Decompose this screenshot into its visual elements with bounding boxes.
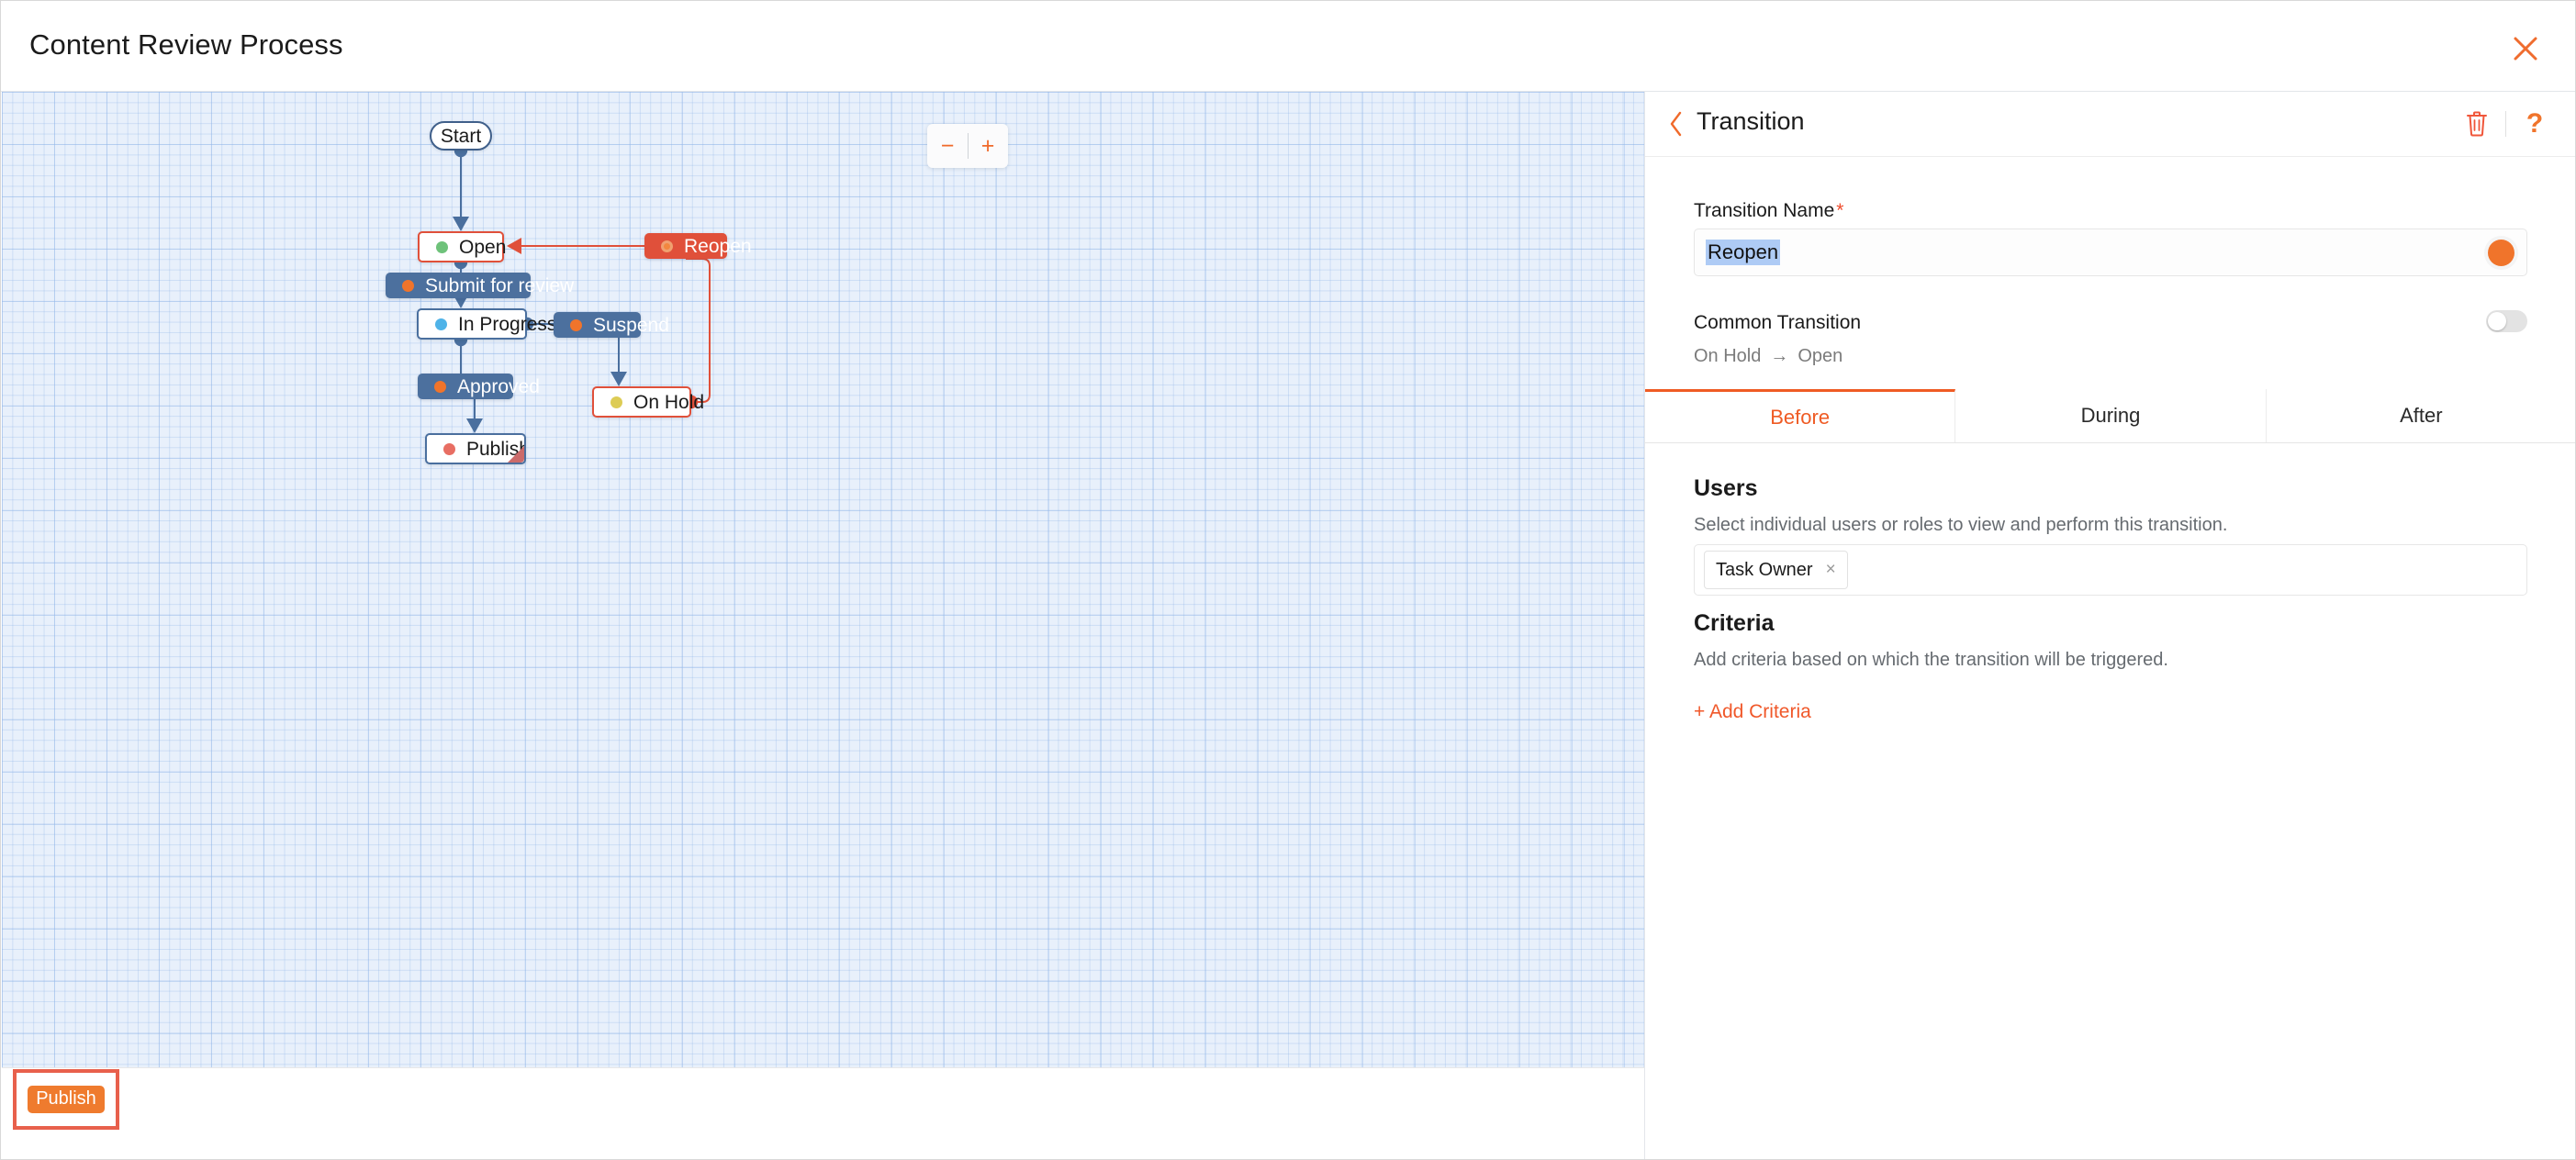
flow-from-state: On Hold	[1694, 346, 1762, 366]
page-title: Content Review Process	[29, 28, 343, 61]
node-on-hold[interactable]: On Hold	[592, 386, 704, 418]
transition-color-swatch[interactable]	[2488, 240, 2514, 266]
node-start[interactable]: Start	[430, 121, 492, 151]
transition-details-panel: Transition ? Transition Name*	[1644, 92, 2575, 1159]
node-in-progress[interactable]: In Progress	[417, 308, 556, 340]
users-section-description: Select individual users or roles to view…	[1694, 515, 2228, 535]
panel-header: Transition ?	[1645, 92, 2575, 157]
end-state-flag-icon	[508, 446, 524, 463]
zoom-controls: − +	[927, 124, 1008, 168]
panel-header-actions: ?	[2456, 105, 2556, 143]
node-label: Open	[459, 236, 507, 258]
workflow-canvas[interactable]: − + Start Open Submit for review In Prog…	[2, 92, 1644, 1067]
zoom-out-button[interactable]: −	[940, 132, 955, 159]
close-icon[interactable]	[2505, 28, 2546, 69]
canvas-footer	[2, 1067, 1644, 1159]
chip-label: Task Owner	[1716, 559, 1813, 580]
workflow-connectors	[453, 143, 711, 433]
required-asterisk: *	[1836, 200, 1844, 221]
status-dot-on-hold	[610, 396, 622, 408]
window-titlebar: Content Review Process	[1, 1, 2575, 92]
node-submit-for-review[interactable]: Submit for review	[386, 273, 574, 298]
tab-during[interactable]: During	[1955, 389, 2267, 442]
transition-flow-path: On Hold → Open	[1694, 346, 1842, 367]
node-label: Submit for review	[425, 274, 575, 296]
status-dot-open	[436, 240, 448, 253]
status-dot-in-progress	[435, 318, 447, 330]
common-transition-row: Common Transition	[1694, 310, 2527, 338]
node-open[interactable]: Open	[418, 231, 507, 262]
users-section-title: Users	[1694, 475, 1758, 501]
zoom-divider	[968, 133, 969, 159]
tab-before[interactable]: Before	[1645, 389, 1956, 442]
add-criteria-button[interactable]: + Add Criteria	[1694, 701, 1811, 722]
trash-icon[interactable]	[2456, 105, 2498, 143]
users-chip-input[interactable]: Task Owner ×	[1694, 544, 2527, 596]
panel-title: Transition	[1697, 107, 1805, 135]
transition-dot	[570, 318, 582, 331]
back-chevron-icon[interactable]	[1665, 108, 1687, 139]
chip-remove-icon[interactable]: ×	[1825, 560, 1836, 579]
common-transition-label: Common Transition	[1694, 312, 1862, 333]
zoom-in-button[interactable]: +	[980, 132, 995, 159]
transition-name-value: Reopen	[1706, 240, 1781, 265]
node-published[interactable]: Published	[425, 433, 526, 464]
node-label: Start	[440, 125, 482, 147]
node-approved[interactable]: Approved	[418, 374, 540, 399]
toggle-knob	[2488, 312, 2506, 330]
user-chip-task-owner[interactable]: Task Owner ×	[1704, 551, 1848, 589]
publish-button[interactable]: Publish	[28, 1086, 105, 1113]
node-suspend[interactable]: Suspend	[554, 312, 669, 338]
criteria-section-title: Criteria	[1694, 610, 1775, 636]
common-transition-toggle[interactable]	[2486, 310, 2527, 332]
status-dot-published	[443, 442, 455, 455]
node-label: Reopen	[684, 235, 752, 257]
panel-tabs: Before During After	[1645, 389, 2575, 443]
flow-to-state: Open	[1798, 346, 1843, 366]
flow-arrow-icon: →	[1770, 346, 1789, 366]
transition-dot	[402, 279, 414, 292]
criteria-section-description: Add criteria based on which the transiti…	[1694, 650, 2168, 670]
transition-name-label: Transition Name*	[1694, 200, 1844, 221]
node-label: Approved	[457, 375, 540, 397]
node-label: On Hold	[633, 391, 705, 413]
transition-dot	[434, 380, 446, 393]
node-label: In Progress	[458, 313, 557, 335]
node-reopen[interactable]: Reopen	[644, 233, 752, 259]
action-divider	[2505, 111, 2506, 137]
transition-name-input[interactable]: Reopen	[1694, 229, 2527, 276]
transition-ring	[661, 240, 673, 252]
publish-highlight-box	[13, 1069, 119, 1130]
tab-after[interactable]: After	[2266, 389, 2575, 442]
help-icon[interactable]: ?	[2526, 108, 2544, 139]
node-label: Suspend	[593, 314, 669, 336]
